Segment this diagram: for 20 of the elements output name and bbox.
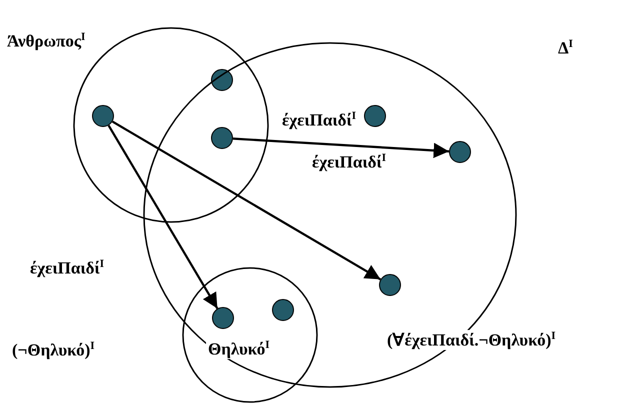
set-label: (¬Θηλυκό)$^{I}$: [12, 340, 95, 360]
set-label: Θηλυκό$^{I}$: [206, 339, 272, 360]
arrow: [108, 124, 218, 310]
edge-label: έχειΠαιδί$^{I}$: [30, 258, 104, 278]
set-label: έχειΠαιδί$^{I}$: [312, 152, 386, 172]
domain-label: Δ$^{I}$: [558, 38, 573, 58]
arrow: [232, 138, 450, 158]
element-dot: [272, 299, 294, 321]
element-dot: [211, 127, 233, 149]
element-dot: [364, 105, 386, 127]
set-label: (∀έχειΠαιδί.¬Θηλυκό)$^{I}$: [385, 330, 558, 350]
edge-label: έχειΠαιδί$^{I}$: [282, 110, 356, 130]
arrow: [112, 120, 382, 280]
element-dot: [211, 69, 233, 91]
element-dot: [449, 141, 471, 163]
element-dot: [379, 274, 401, 296]
set-circle: [182, 267, 318, 403]
set-label: Άνθρωπος$^{I}$: [5, 31, 88, 52]
element-dot: [212, 307, 234, 329]
element-dot: [92, 105, 114, 127]
